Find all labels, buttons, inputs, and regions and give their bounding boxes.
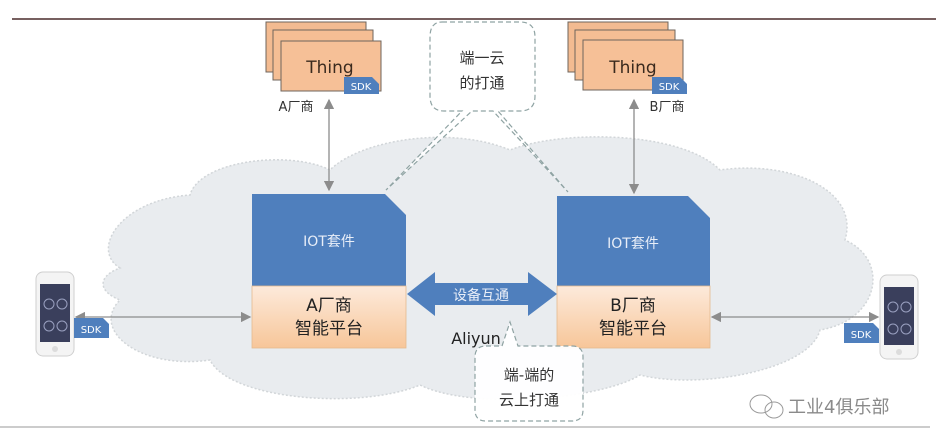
iot-kit-a-label: IOT套件 xyxy=(303,234,355,250)
platform-b-shape xyxy=(556,285,711,349)
thing-b-label: Thing xyxy=(608,58,656,78)
callout-bottom-line1: 端-端的 xyxy=(504,366,554,384)
sdk-tag-phone-a xyxy=(74,318,109,338)
vendor-b-label: B厂商 xyxy=(650,100,685,115)
callout-bottom-shape xyxy=(474,320,584,422)
callout-top-shape xyxy=(385,21,569,193)
sdk-phone-a-label: SDK xyxy=(81,325,102,336)
phone-b-icon xyxy=(879,274,919,360)
watermark-text: 工业4俱乐部 xyxy=(788,397,889,418)
thing-stack-a xyxy=(265,21,382,92)
sdk-b-label: SDK xyxy=(659,82,680,93)
sdk-tag-a xyxy=(344,77,379,94)
sdk-tag-phone-b xyxy=(844,323,879,343)
interconnect-label: 设备互通 xyxy=(453,287,509,304)
vendor-a-label: A厂商 xyxy=(279,100,314,115)
wechat-icon xyxy=(749,394,784,419)
platform-a-line2: 智能平台 xyxy=(295,319,363,339)
sdk-a-label: SDK xyxy=(351,82,372,93)
callout-top-line1: 端一云 xyxy=(459,49,504,67)
sdk-tag-b xyxy=(652,77,687,94)
platform-b-line1: B厂商 xyxy=(610,296,656,316)
callout-top-line2: 的打通 xyxy=(459,74,504,92)
callout-bottom-line2: 云上打通 xyxy=(499,391,559,409)
platform-b-line2: 智能平台 xyxy=(599,319,667,339)
platform-a-shape xyxy=(251,285,407,349)
iot-kit-a-shape xyxy=(252,194,406,287)
phone-a-icon xyxy=(35,271,75,357)
iot-kit-b-label: IOT套件 xyxy=(607,236,659,252)
platform-a-line1: A厂商 xyxy=(306,296,352,316)
sdk-phone-b-label: SDK xyxy=(851,330,872,341)
iot-kit-b-shape xyxy=(557,196,710,287)
interconnect-arrow xyxy=(407,272,557,316)
thing-a-label: Thing xyxy=(305,58,353,78)
cloud-label: Aliyun xyxy=(451,329,501,348)
